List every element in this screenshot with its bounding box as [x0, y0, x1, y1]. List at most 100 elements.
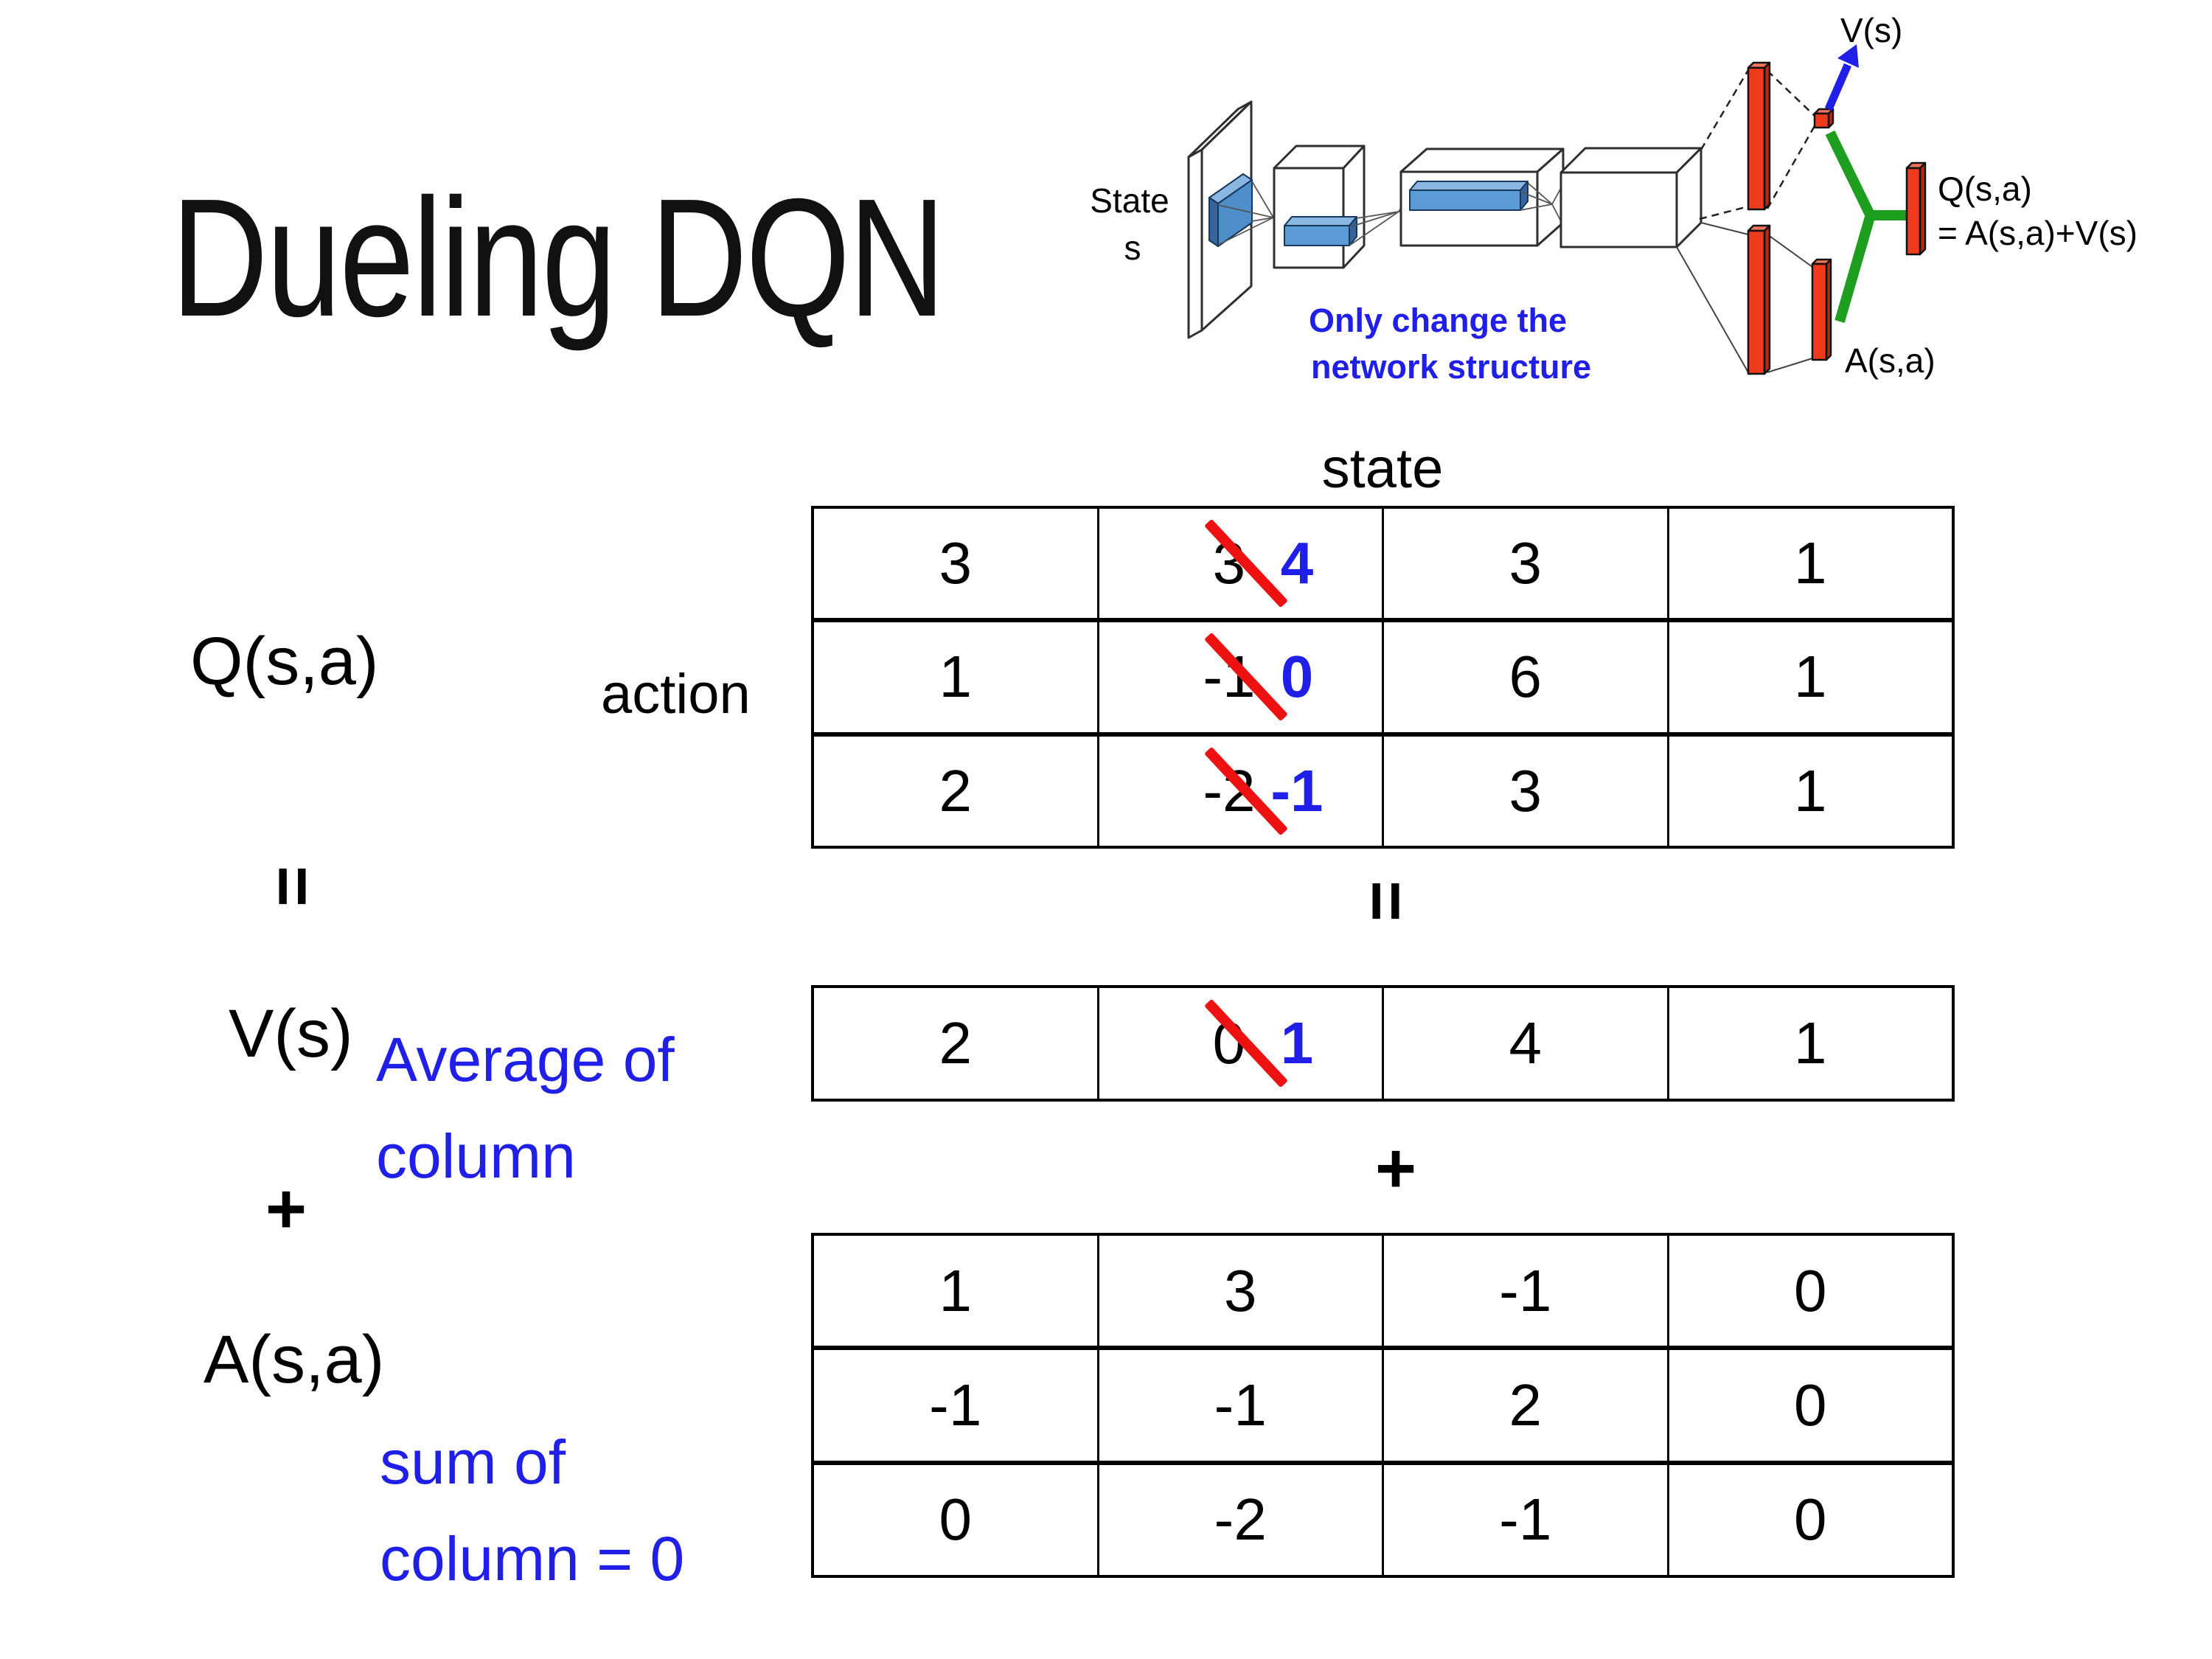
- value-scalar-box: [1813, 108, 1834, 129]
- cell-value: 1: [939, 1257, 973, 1324]
- cell-value: 2: [1509, 1371, 1543, 1438]
- dense-bar-top: [1747, 61, 1771, 211]
- dashed-connections: [1699, 69, 1816, 220]
- table-cell: 1: [1666, 509, 1952, 619]
- a-output-label: A(s,a): [1845, 341, 1935, 380]
- cell-value: 2: [939, 757, 973, 824]
- advantage-table: 1 3 -1 0 -1 -1 2 0 0 -2 -1 0: [811, 1233, 1955, 1578]
- table-cell: 0: [1666, 1236, 1952, 1346]
- new-value: 0: [1280, 644, 1314, 710]
- table-cell: 1: [814, 622, 1097, 731]
- cell-value: -2: [1214, 1486, 1267, 1553]
- table-cell: 1: [1666, 736, 1952, 846]
- cell-value: -1: [1499, 1486, 1552, 1553]
- table-cell-corrected: 3 4: [1096, 509, 1382, 619]
- cell-value: 0: [939, 1486, 973, 1553]
- table-row: 2 0 1 4 1: [814, 988, 1952, 1099]
- feature-slab-2: [1409, 181, 1528, 211]
- q-output-label: Q(s,a): [1938, 170, 2032, 208]
- cell-value: 1: [1794, 530, 1827, 597]
- new-value: -1: [1270, 757, 1324, 824]
- cell-value: 3: [1224, 1257, 1257, 1324]
- table-cell: -2: [1096, 1464, 1382, 1575]
- cell-value: 1: [1794, 1010, 1827, 1076]
- table-cell: 4: [1382, 988, 1667, 1099]
- table-cell-corrected: -1 0: [1096, 622, 1382, 732]
- new-value: 1: [1280, 1010, 1314, 1076]
- conv-filter-wedge: [1208, 173, 1253, 247]
- table-cell: 2: [814, 737, 1097, 846]
- table-cell: 1: [1666, 988, 1952, 1099]
- cell-value: 1: [1794, 644, 1827, 710]
- q-term-label: Q(s,a): [190, 624, 379, 699]
- new-value: 4: [1280, 530, 1314, 597]
- table-cell: 0: [1666, 1464, 1952, 1575]
- cell-value: -1: [1214, 1371, 1267, 1438]
- cell-value: 3: [1509, 757, 1543, 824]
- table-row: 3 3 4 3 1: [814, 509, 1952, 619]
- table-cell-corrected: 0 1: [1096, 988, 1382, 1099]
- table-cell: 3: [814, 509, 1097, 618]
- table-cell: -1: [1382, 1236, 1667, 1346]
- equals-symbol-left: =: [254, 865, 333, 908]
- fan-lines-1: [1217, 181, 1274, 246]
- fan-lines-3: [1520, 182, 1562, 222]
- table-row: 1 3 -1 0: [814, 1236, 1952, 1346]
- table-row: 1 -1 0 6 1: [814, 618, 1952, 732]
- cell-value: 4: [1509, 1010, 1543, 1076]
- cell-value: 6: [1509, 644, 1543, 710]
- table-cell: 6: [1382, 622, 1667, 732]
- table-cell: 0: [814, 1465, 1097, 1575]
- table-cell: -1: [1382, 1464, 1667, 1575]
- cell-value: -1: [929, 1371, 982, 1438]
- table-cell: 3: [1382, 509, 1667, 619]
- table-row: -1 -1 2 0: [814, 1346, 1952, 1461]
- v-output-label: V(s): [1840, 11, 1902, 49]
- q-output-bar: [1905, 161, 1927, 256]
- plus-symbol-left: +: [265, 1169, 307, 1248]
- table-row: 0 -2 -1 0: [814, 1460, 1952, 1575]
- cell-value: 3: [1509, 530, 1543, 597]
- state-input-label: State: [1090, 181, 1169, 220]
- cell-value: 3: [939, 530, 973, 597]
- network-diagram: State s V(s) A(s,a) Q(s,a) = A(s,a)+V(s)…: [1090, 11, 2138, 386]
- q-value-table: 3 3 4 3 1 1 -1 0 6 1 2 -2 -1: [811, 506, 1955, 849]
- table-cell: 3: [1096, 1236, 1382, 1346]
- table-cell: 0: [1666, 1350, 1952, 1461]
- value-note-line2: column: [376, 1121, 576, 1191]
- plus-symbol-mid: +: [1374, 1129, 1417, 1208]
- cell-value: 0: [1794, 1371, 1827, 1438]
- advantage-note: sum of column = 0: [380, 1414, 684, 1607]
- cell-value: 0: [1794, 1486, 1827, 1553]
- q-output-formula: = A(s,a)+V(s): [1938, 214, 2138, 252]
- state-axis-label: state: [1321, 437, 1444, 500]
- diagram-caption-line1: Only change the: [1309, 302, 1567, 339]
- table-cell: 3: [1382, 736, 1667, 846]
- v-term-label: V(s): [229, 996, 353, 1071]
- page-title: Dueling DQN: [171, 164, 946, 352]
- table-cell: -1: [1096, 1350, 1382, 1461]
- action-axis-label: action: [601, 663, 751, 726]
- equals-symbol-mid: =: [1347, 880, 1426, 922]
- cell-value: 0: [1794, 1257, 1827, 1324]
- solid-connections: [1676, 222, 1813, 373]
- value-arrow: [1824, 44, 1859, 111]
- advantage-vector-bar: [1811, 258, 1832, 361]
- state-value-table: 2 0 1 4 1: [811, 985, 1955, 1102]
- a-term-label: A(s,a): [204, 1322, 385, 1397]
- conv-box-1: [1273, 145, 1366, 269]
- table-cell: 1: [1666, 622, 1952, 732]
- table-cell-corrected: -2 -1: [1096, 736, 1382, 846]
- table-cell: 1: [814, 1236, 1097, 1346]
- cell-value: -1: [1499, 1257, 1552, 1324]
- cell-value: 1: [1794, 757, 1827, 824]
- table-row: 2 -2 -1 3 1: [814, 731, 1952, 846]
- state-input-label-s: s: [1124, 229, 1141, 267]
- cell-value: 2: [939, 1010, 973, 1076]
- diagram-caption-line2: network structure: [1311, 348, 1591, 386]
- advantage-note-line2: column = 0: [380, 1524, 685, 1593]
- branch-lines: [1825, 130, 1908, 323]
- value-note: Average of column: [376, 1012, 675, 1205]
- advantage-note-line1: sum of: [380, 1427, 566, 1497]
- table-cell: -1: [814, 1350, 1097, 1460]
